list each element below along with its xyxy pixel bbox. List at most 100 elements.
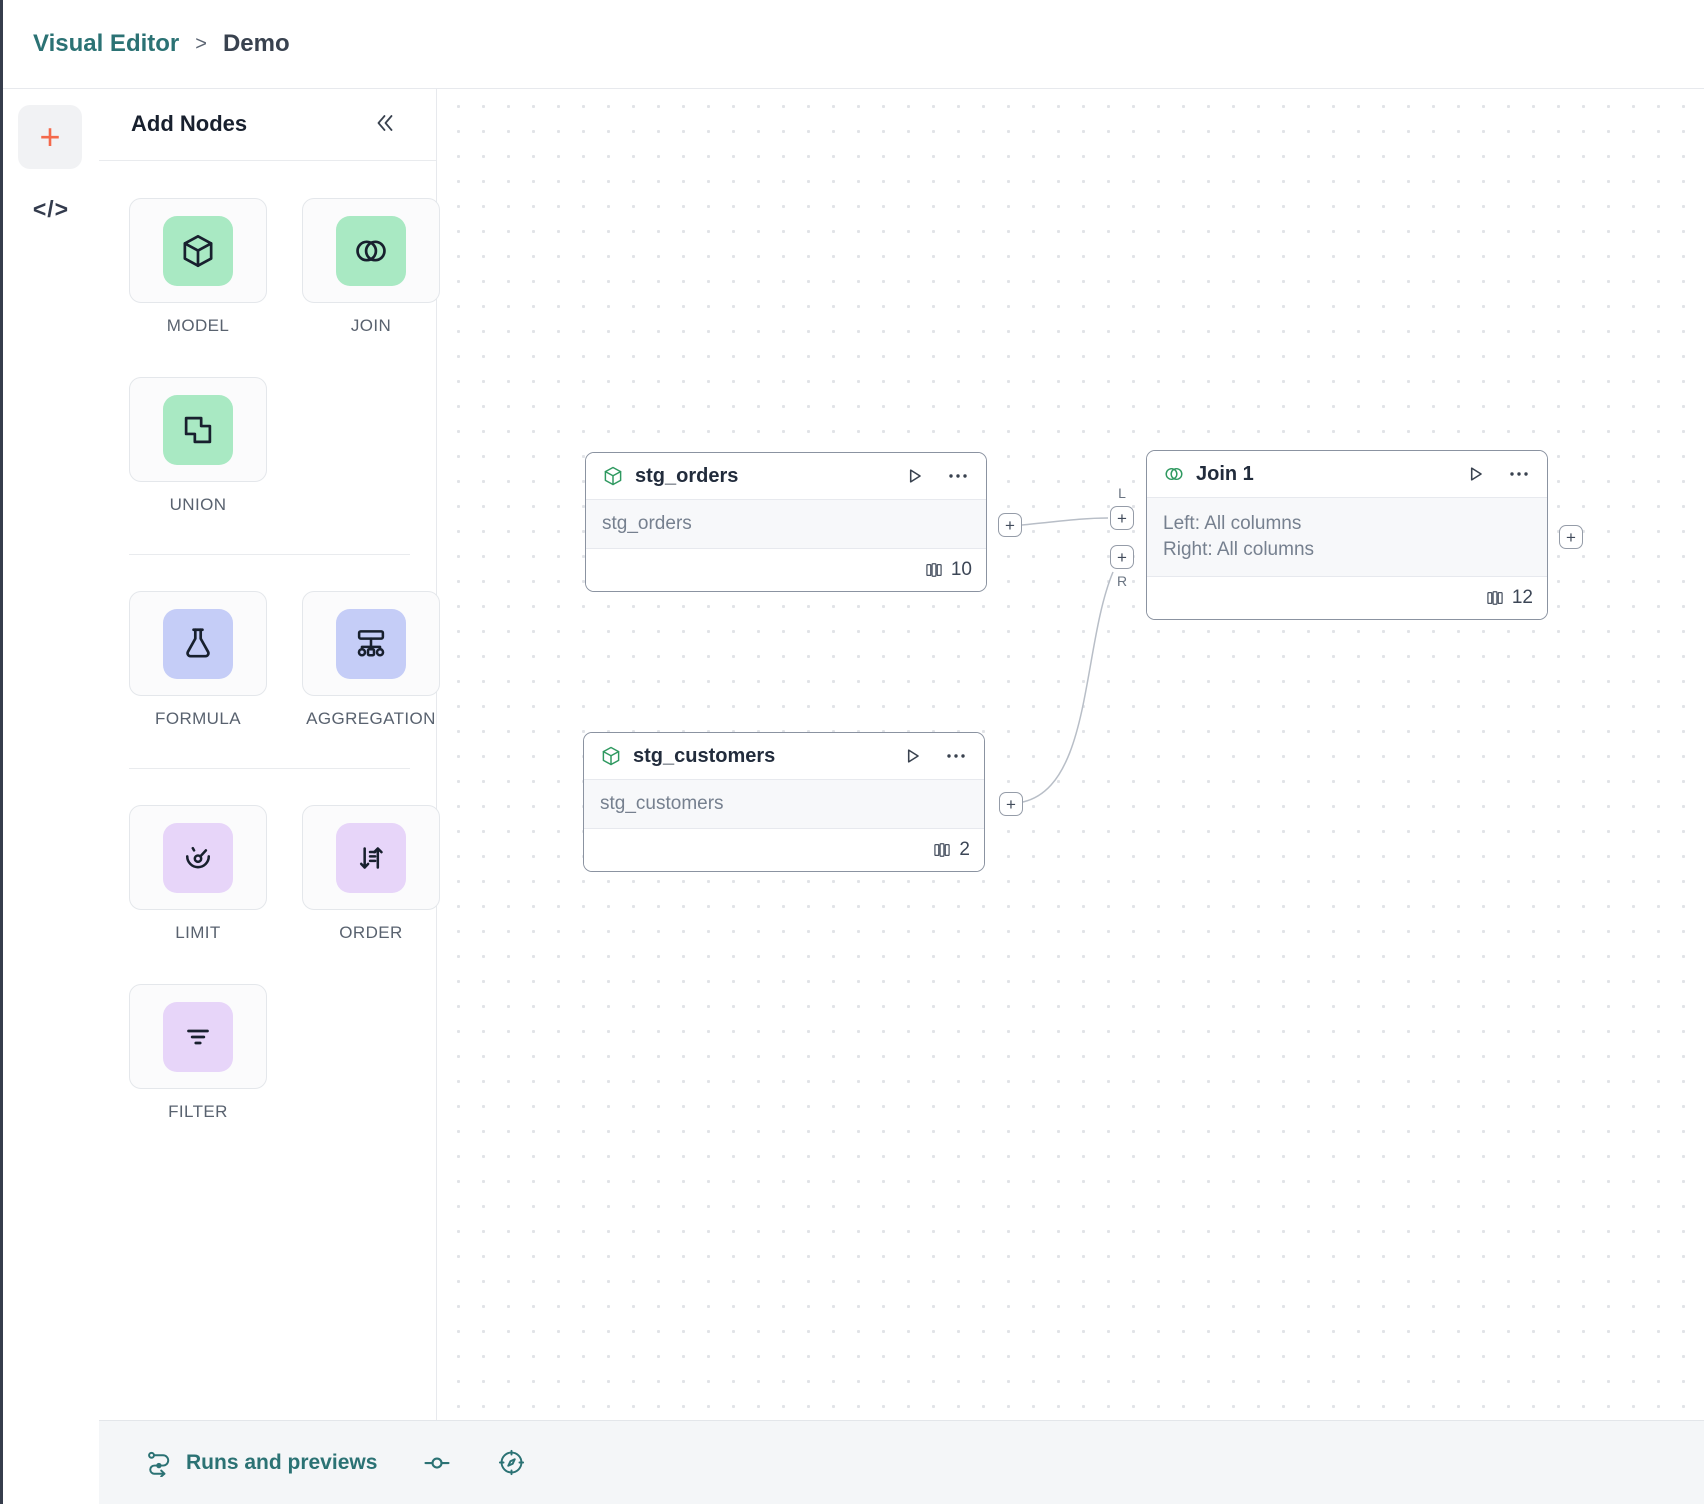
model-tile bbox=[163, 215, 233, 286]
window-left-divider bbox=[0, 0, 3, 1504]
join-right-summary: Right: All columns bbox=[1163, 539, 1315, 560]
add-nodes-header: Add Nodes bbox=[99, 88, 436, 161]
edge-orders-to-join-left bbox=[1021, 517, 1109, 526]
port-stg-orders-output[interactable]: + bbox=[998, 513, 1022, 537]
palette-item-label: MODEL bbox=[166, 316, 230, 335]
union-squares-icon bbox=[184, 416, 212, 443]
ellipsis-icon bbox=[1510, 472, 1528, 476]
join-tile bbox=[336, 215, 406, 286]
node-menu-button[interactable] bbox=[944, 744, 968, 768]
run-node-button[interactable] bbox=[901, 745, 923, 767]
runs-and-previews-button[interactable]: Runs and previews bbox=[145, 1449, 377, 1477]
status-bar: Runs and previews bbox=[99, 1420, 1704, 1504]
sitemap-icon bbox=[357, 629, 385, 657]
columns-icon bbox=[926, 563, 942, 577]
node-title: Join 1 bbox=[1196, 462, 1254, 485]
palette-item-formula[interactable]: FORMULA bbox=[129, 591, 267, 729]
node-stg-orders[interactable]: stg_orders stg_orders 10 bbox=[585, 452, 987, 592]
node-header: stg_orders bbox=[586, 453, 986, 499]
column-count: 2 bbox=[959, 839, 970, 860]
port-join-left-input[interactable]: + bbox=[1110, 506, 1134, 530]
node-body: stg_customers bbox=[584, 779, 984, 829]
node-join-1[interactable]: Join 1 Left: All columns Right: All colu… bbox=[1146, 450, 1548, 620]
filter-lines-icon bbox=[187, 1029, 209, 1044]
edge-layer bbox=[1021, 517, 1114, 803]
palette-group-sources: MODEL JOIN bbox=[129, 198, 440, 515]
order-tile bbox=[336, 822, 406, 893]
page-title: Demo bbox=[222, 30, 290, 57]
node-footer: 10 bbox=[586, 549, 986, 591]
palette-card bbox=[302, 198, 440, 303]
runs-and-previews-label: Runs and previews bbox=[186, 1450, 378, 1474]
edge-customers-to-join-right bbox=[1022, 571, 1114, 803]
cube-icon bbox=[183, 234, 213, 267]
palette-group-divider bbox=[129, 768, 410, 769]
palette-item-aggregation[interactable]: AGGREGATION bbox=[302, 591, 440, 729]
breadcrumb-separator: > bbox=[195, 32, 207, 55]
palette-card bbox=[302, 805, 440, 910]
node-body: Left: All columns Right: All columns bbox=[1147, 497, 1547, 577]
breadcrumb-app-link[interactable]: Visual Editor bbox=[33, 30, 180, 57]
join-left-summary: Left: All columns bbox=[1163, 513, 1302, 534]
port-join-output[interactable]: + bbox=[1559, 525, 1583, 549]
node-body: stg_orders bbox=[586, 499, 986, 549]
palette-item-filter[interactable]: FILTER bbox=[129, 984, 267, 1122]
chevrons-left-icon bbox=[377, 115, 393, 131]
node-menu-button[interactable] bbox=[946, 464, 970, 488]
collapse-panel-button[interactable] bbox=[372, 111, 398, 137]
node-source-label: stg_customers bbox=[600, 793, 724, 814]
ellipsis-icon bbox=[949, 474, 967, 478]
sort-arrows-icon bbox=[359, 846, 383, 869]
palette-card bbox=[129, 198, 267, 303]
node-stg-customers[interactable]: stg_customers stg_customers 2 bbox=[583, 732, 985, 872]
node-source-label: stg_orders bbox=[602, 513, 692, 534]
palette-item-label: LIMIT bbox=[175, 923, 221, 942]
compass-icon-button[interactable] bbox=[497, 1448, 526, 1477]
code-view-button[interactable]: </> bbox=[3, 196, 99, 223]
palette-card bbox=[129, 591, 267, 696]
columns-icon bbox=[1487, 591, 1503, 605]
limit-tile bbox=[163, 822, 233, 893]
palette-item-join[interactable]: JOIN bbox=[302, 198, 440, 336]
palette-item-union[interactable]: UNION bbox=[129, 377, 267, 515]
venn-circles-icon bbox=[356, 239, 386, 262]
compass-icon bbox=[499, 1449, 525, 1476]
git-commit-icon bbox=[424, 1456, 450, 1469]
palette-group-divider bbox=[129, 554, 410, 555]
palette-item-model[interactable]: MODEL bbox=[129, 198, 267, 336]
column-count: 10 bbox=[950, 559, 972, 580]
columns-icon bbox=[934, 843, 951, 857]
palette-card bbox=[302, 591, 440, 696]
commit-icon-button[interactable] bbox=[422, 1448, 452, 1478]
palette-item-label: FORMULA bbox=[155, 709, 241, 728]
node-menu-button[interactable] bbox=[1507, 462, 1531, 486]
play-icon bbox=[909, 469, 921, 483]
node-header: Join 1 bbox=[1147, 451, 1547, 497]
palette-item-order[interactable]: ORDER bbox=[302, 805, 440, 943]
palette-item-label: UNION bbox=[169, 495, 227, 514]
play-icon bbox=[1470, 467, 1482, 481]
flask-icon bbox=[186, 627, 210, 658]
flow-canvas[interactable]: stg_orders stg_orders 10 bbox=[437, 88, 1704, 1420]
tool-rail: + </> bbox=[3, 88, 100, 1504]
palette-item-label: FILTER bbox=[168, 1102, 228, 1121]
union-tile bbox=[163, 394, 233, 465]
palette-item-limit[interactable]: LIMIT bbox=[129, 805, 267, 943]
add-node-button[interactable]: + bbox=[18, 105, 82, 169]
port-stg-customers-output[interactable]: + bbox=[999, 792, 1023, 816]
port-join-right-input[interactable]: + bbox=[1110, 545, 1134, 569]
formula-tile bbox=[163, 608, 233, 679]
palette-item-label: JOIN bbox=[350, 316, 392, 335]
run-node-button[interactable] bbox=[1464, 463, 1486, 485]
join-right-port-label: R bbox=[1116, 573, 1128, 589]
run-node-button[interactable] bbox=[903, 465, 925, 487]
palette-item-label: AGGREGATION bbox=[306, 709, 436, 728]
palette-card bbox=[129, 984, 267, 1089]
model-cube-icon bbox=[602, 465, 624, 487]
palette-item-label: ORDER bbox=[339, 923, 403, 942]
breadcrumb: Visual Editor > Demo bbox=[3, 0, 1704, 89]
add-nodes-panel: Add Nodes MODEL bbox=[99, 88, 440, 1420]
model-cube-icon bbox=[600, 745, 622, 767]
join-left-port-label: L bbox=[1118, 485, 1126, 501]
